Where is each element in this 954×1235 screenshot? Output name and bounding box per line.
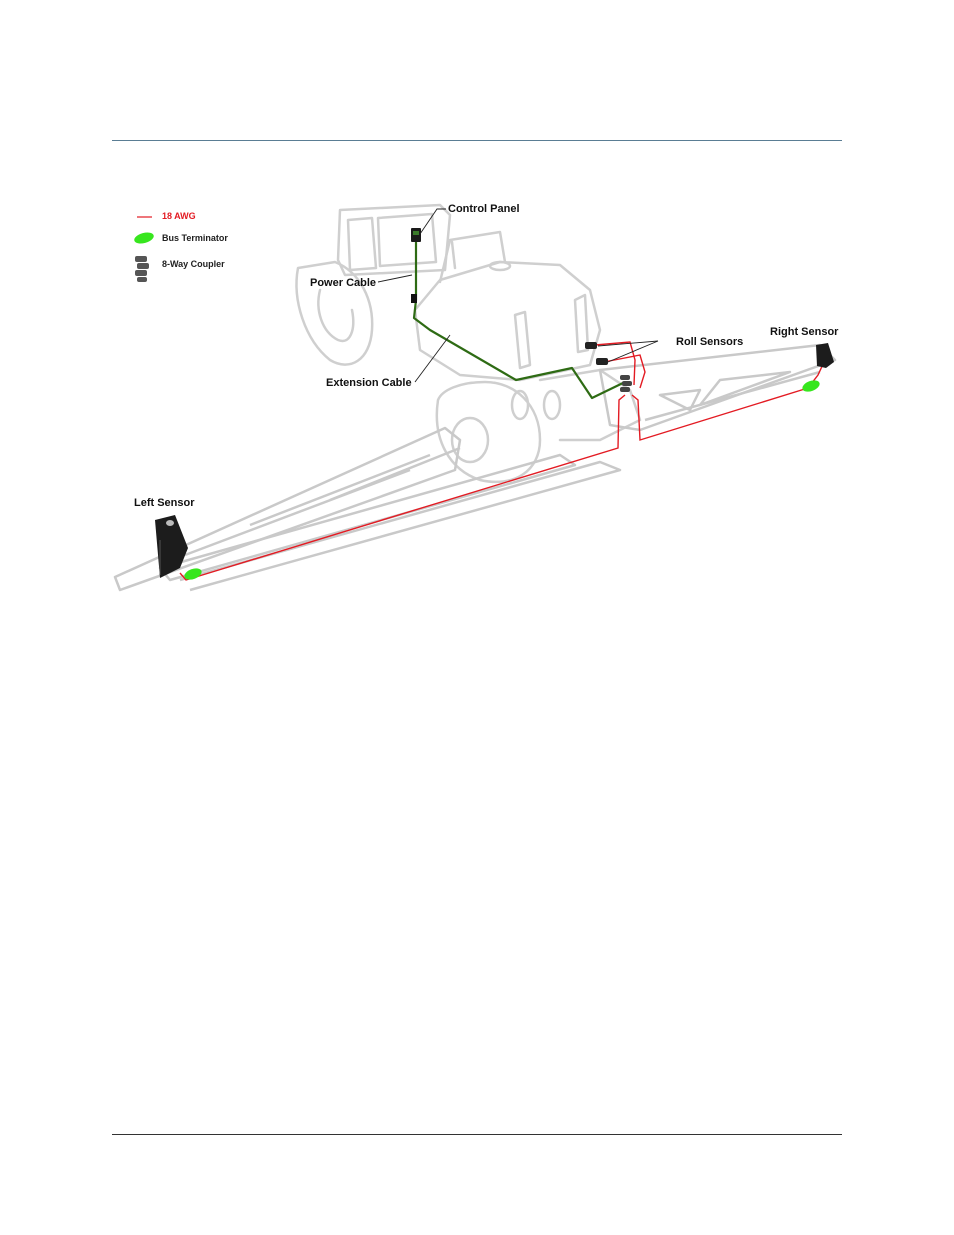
control-panel-label: Control Panel xyxy=(448,203,520,215)
power-cable-label: Power Cable xyxy=(310,277,376,289)
legend: 18 AWG Bus Terminator 8-Way Coupler xyxy=(133,211,228,282)
right-sensor-label: Right Sensor xyxy=(770,326,839,338)
right-boom xyxy=(600,345,835,430)
coupler-icon xyxy=(135,256,149,282)
extension-cable-label: Extension Cable xyxy=(326,377,412,389)
footer-rule xyxy=(112,1134,842,1135)
legend-awg-label: 18 AWG xyxy=(162,211,196,221)
power-cable-connector xyxy=(411,294,417,303)
bus-terminator-icon xyxy=(133,231,155,246)
left-sensor-label: Left Sensor xyxy=(134,497,195,509)
legend-coupler-label: 8-Way Coupler xyxy=(162,259,225,269)
roll-sensors-label: Roll Sensors xyxy=(676,336,743,348)
legend-terminator-label: Bus Terminator xyxy=(162,233,228,243)
left-boom xyxy=(115,428,620,590)
control-panel-icon xyxy=(411,228,421,242)
bus-terminator-icon xyxy=(801,378,821,394)
right-sensor-icon xyxy=(816,343,834,368)
